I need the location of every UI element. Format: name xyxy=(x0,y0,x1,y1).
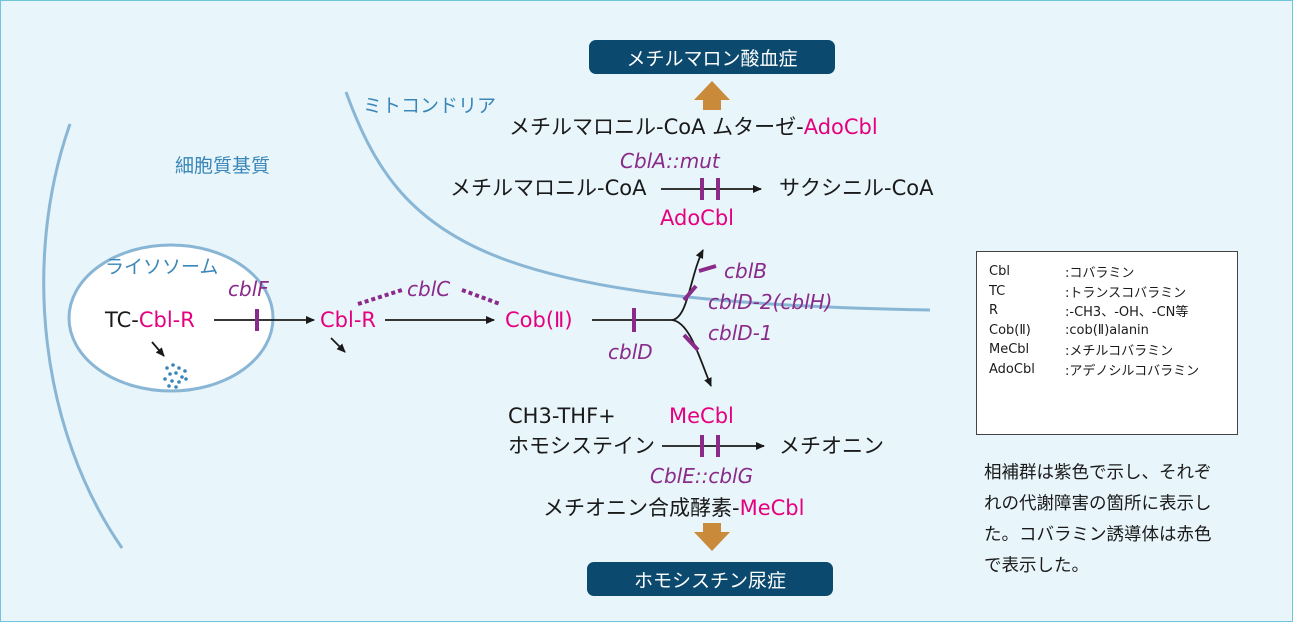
block-cbld2 xyxy=(682,284,698,302)
arrow-up-icon xyxy=(694,81,730,110)
disease-methylmalonic-acidemia: メチルマロン酸血症 xyxy=(589,40,835,74)
mutase-substrate: メチルマロニル-CoA xyxy=(450,176,647,200)
gene-cblf: cblF xyxy=(228,277,269,301)
tc-cbl-r-cobalamin: Cbl-R xyxy=(138,308,195,332)
legend-term: MeCbl xyxy=(989,342,1030,358)
tc-prefix: TC- xyxy=(105,308,139,332)
label-mitochondria: ミトコンドリア xyxy=(363,95,497,117)
gene-cblb: cblB xyxy=(724,259,767,283)
mutase-cofactor: AdoCbl xyxy=(660,206,735,230)
label-cytoplasm: 細胞質基質 xyxy=(175,155,271,177)
cob-ii: Cob(Ⅱ) xyxy=(505,308,573,332)
legend-term: AdoCbl xyxy=(989,361,1035,377)
legend-desc: :アデノシルコバラミン xyxy=(1065,363,1200,379)
legend-term: R xyxy=(989,303,999,319)
legend-term: Cbl xyxy=(989,264,1010,280)
block-cbld1 xyxy=(682,333,700,352)
ms-enzyme-cofactor: MeCbl xyxy=(739,496,805,520)
legend-desc: :メチルコバラミン xyxy=(1065,344,1174,360)
legend-term: Cob(Ⅱ) xyxy=(989,322,1031,338)
gene-cblc: cblC xyxy=(407,277,451,301)
gene-cble-cblg: CblE::cblG xyxy=(650,464,754,488)
mutase-enzyme: メチルマロニル-CoA ムターゼ-AdoCbl xyxy=(509,117,878,138)
gene-cbld-1: cblD-1 xyxy=(708,321,773,345)
arrow-tc-degradation xyxy=(151,341,165,357)
branch-up xyxy=(671,249,704,321)
cell-membrane xyxy=(42,123,124,549)
ms-enzyme-prefix: メチオニン合成酵素- xyxy=(543,496,740,520)
label-lysosome: ライソソーム xyxy=(105,256,219,278)
ms-substrate-methyl-thf: CH3-THF+ xyxy=(508,404,616,428)
legend-row: Cbl :コバラミン xyxy=(989,262,1237,282)
legend-desc: :コバラミン xyxy=(1065,266,1135,282)
mutase-product: サクシニル-CoA xyxy=(779,176,934,200)
legend-desc: :トランスコバラミン xyxy=(1065,285,1187,301)
legend-desc: :-CH3、-OH、-CN等 xyxy=(1065,305,1189,321)
branch-down xyxy=(671,319,712,387)
cbl-r: Cbl-R xyxy=(320,308,376,332)
legend-row: Cob(Ⅱ) :cob(Ⅱ)alanin xyxy=(989,321,1237,341)
arrow-down-icon xyxy=(694,523,730,551)
ms-cofactor: MeCbl xyxy=(669,404,734,428)
cblc-dash-right xyxy=(461,288,501,306)
gene-cbld: cblD xyxy=(608,340,653,364)
gene-cbld-2: cblD-2(cblH) xyxy=(708,290,833,314)
legend-row: TC :トランスコバラミン xyxy=(989,282,1237,302)
ms-substrate-homocysteine: ホモシステイン xyxy=(508,434,655,458)
ms-product: メチオニン xyxy=(779,434,884,458)
disease-homocystinuria: ホモシスチン尿症 xyxy=(587,562,833,596)
gene-cbla-mut: CblA::mut xyxy=(620,149,720,173)
tc-cbl-r: TC-Cbl-R xyxy=(105,310,195,331)
ms-enzyme: メチオニン合成酵素-MeCbl xyxy=(543,498,804,519)
degradation-dots-icon xyxy=(163,363,188,389)
lysosome xyxy=(67,243,275,393)
legend-desc: :cob(Ⅱ)alanin xyxy=(1065,322,1149,338)
cblc-dash-left xyxy=(357,288,403,306)
arrow-cblr-side xyxy=(330,337,346,353)
mutase-enzyme-prefix: メチルマロニル-CoA ムターゼ- xyxy=(509,115,804,139)
legend-row: MeCbl :メチルコバラミン xyxy=(989,340,1237,360)
legend-row: R :-CH3、-OH、-CN等 xyxy=(989,301,1237,321)
block-cblb xyxy=(698,264,717,273)
mitochondria-membrane xyxy=(344,91,931,312)
legend-term: TC xyxy=(989,283,1006,299)
explanatory-note: 相補群は紫色で示し、それぞれの代謝障害の箇所に表示した。コバラミン誘導体は赤色で… xyxy=(984,463,1212,576)
legend-row: AdoCbl :アデノシルコバラミン xyxy=(989,360,1237,380)
mutase-enzyme-cofactor: AdoCbl xyxy=(803,115,878,139)
legend-box: Cbl :コバラミン TC :トランスコバラミン R :-CH3、-OH、-CN等 C… xyxy=(976,251,1238,435)
